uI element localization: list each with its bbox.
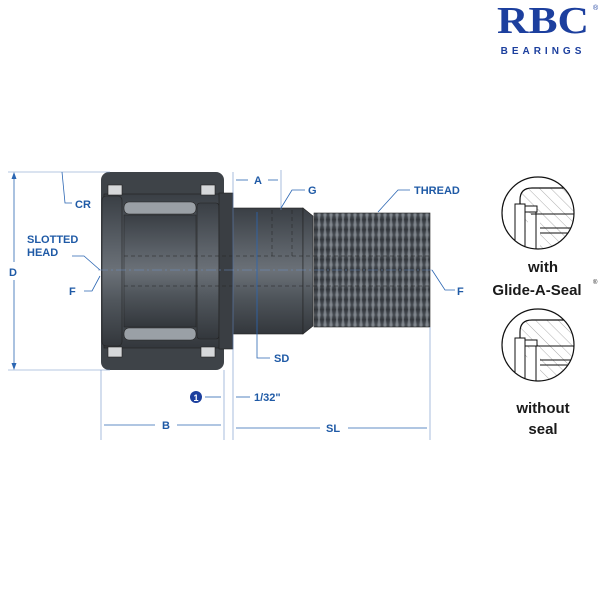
label-sd: SD [274,353,289,365]
label-cr: CR [75,199,91,211]
inset-with-seal: with Glide-A-Seal ® [492,176,598,299]
label-d: D [9,267,17,279]
dimension-lines [8,170,455,440]
label-a: A [254,175,262,187]
needle-roller [123,327,197,341]
note-marker-icon [190,391,202,403]
label-slotted-head: HEAD [27,247,58,259]
logo-subtext: BEARINGS [501,46,586,57]
label-f-right: F [457,286,464,298]
label-b: B [162,420,170,432]
logo-text: RBC [497,0,589,42]
slotted-head [101,195,123,347]
inset-caption-with: with [527,259,558,276]
label-f-left: F [69,286,76,298]
inset-caption-without: without [515,400,569,417]
inset-caption-glide-a-seal: Glide-A-Seal [492,282,581,299]
label-slotted-head: SLOTTED [27,234,78,246]
logo-registered-mark: ® [593,4,599,12]
label-g: G [308,185,317,197]
inset-caption-seal: seal [528,421,557,438]
needle-roller [123,201,197,215]
label-clearance: 1/32" [254,392,281,404]
label-sl: SL [326,423,340,435]
rbc-logo: RBC ® BEARINGS [497,0,599,57]
stud-shaft [232,207,304,335]
note-marker-number: 1 [193,393,198,403]
registered-mark: ® [593,279,598,286]
cam-follower-part [98,172,435,370]
label-thread: THREAD [414,185,460,197]
inset-without-seal: without seal [501,308,575,438]
dimension-labels: CR SLOTTED HEAD F D A G THREAD F SD 1 1/… [9,175,464,435]
